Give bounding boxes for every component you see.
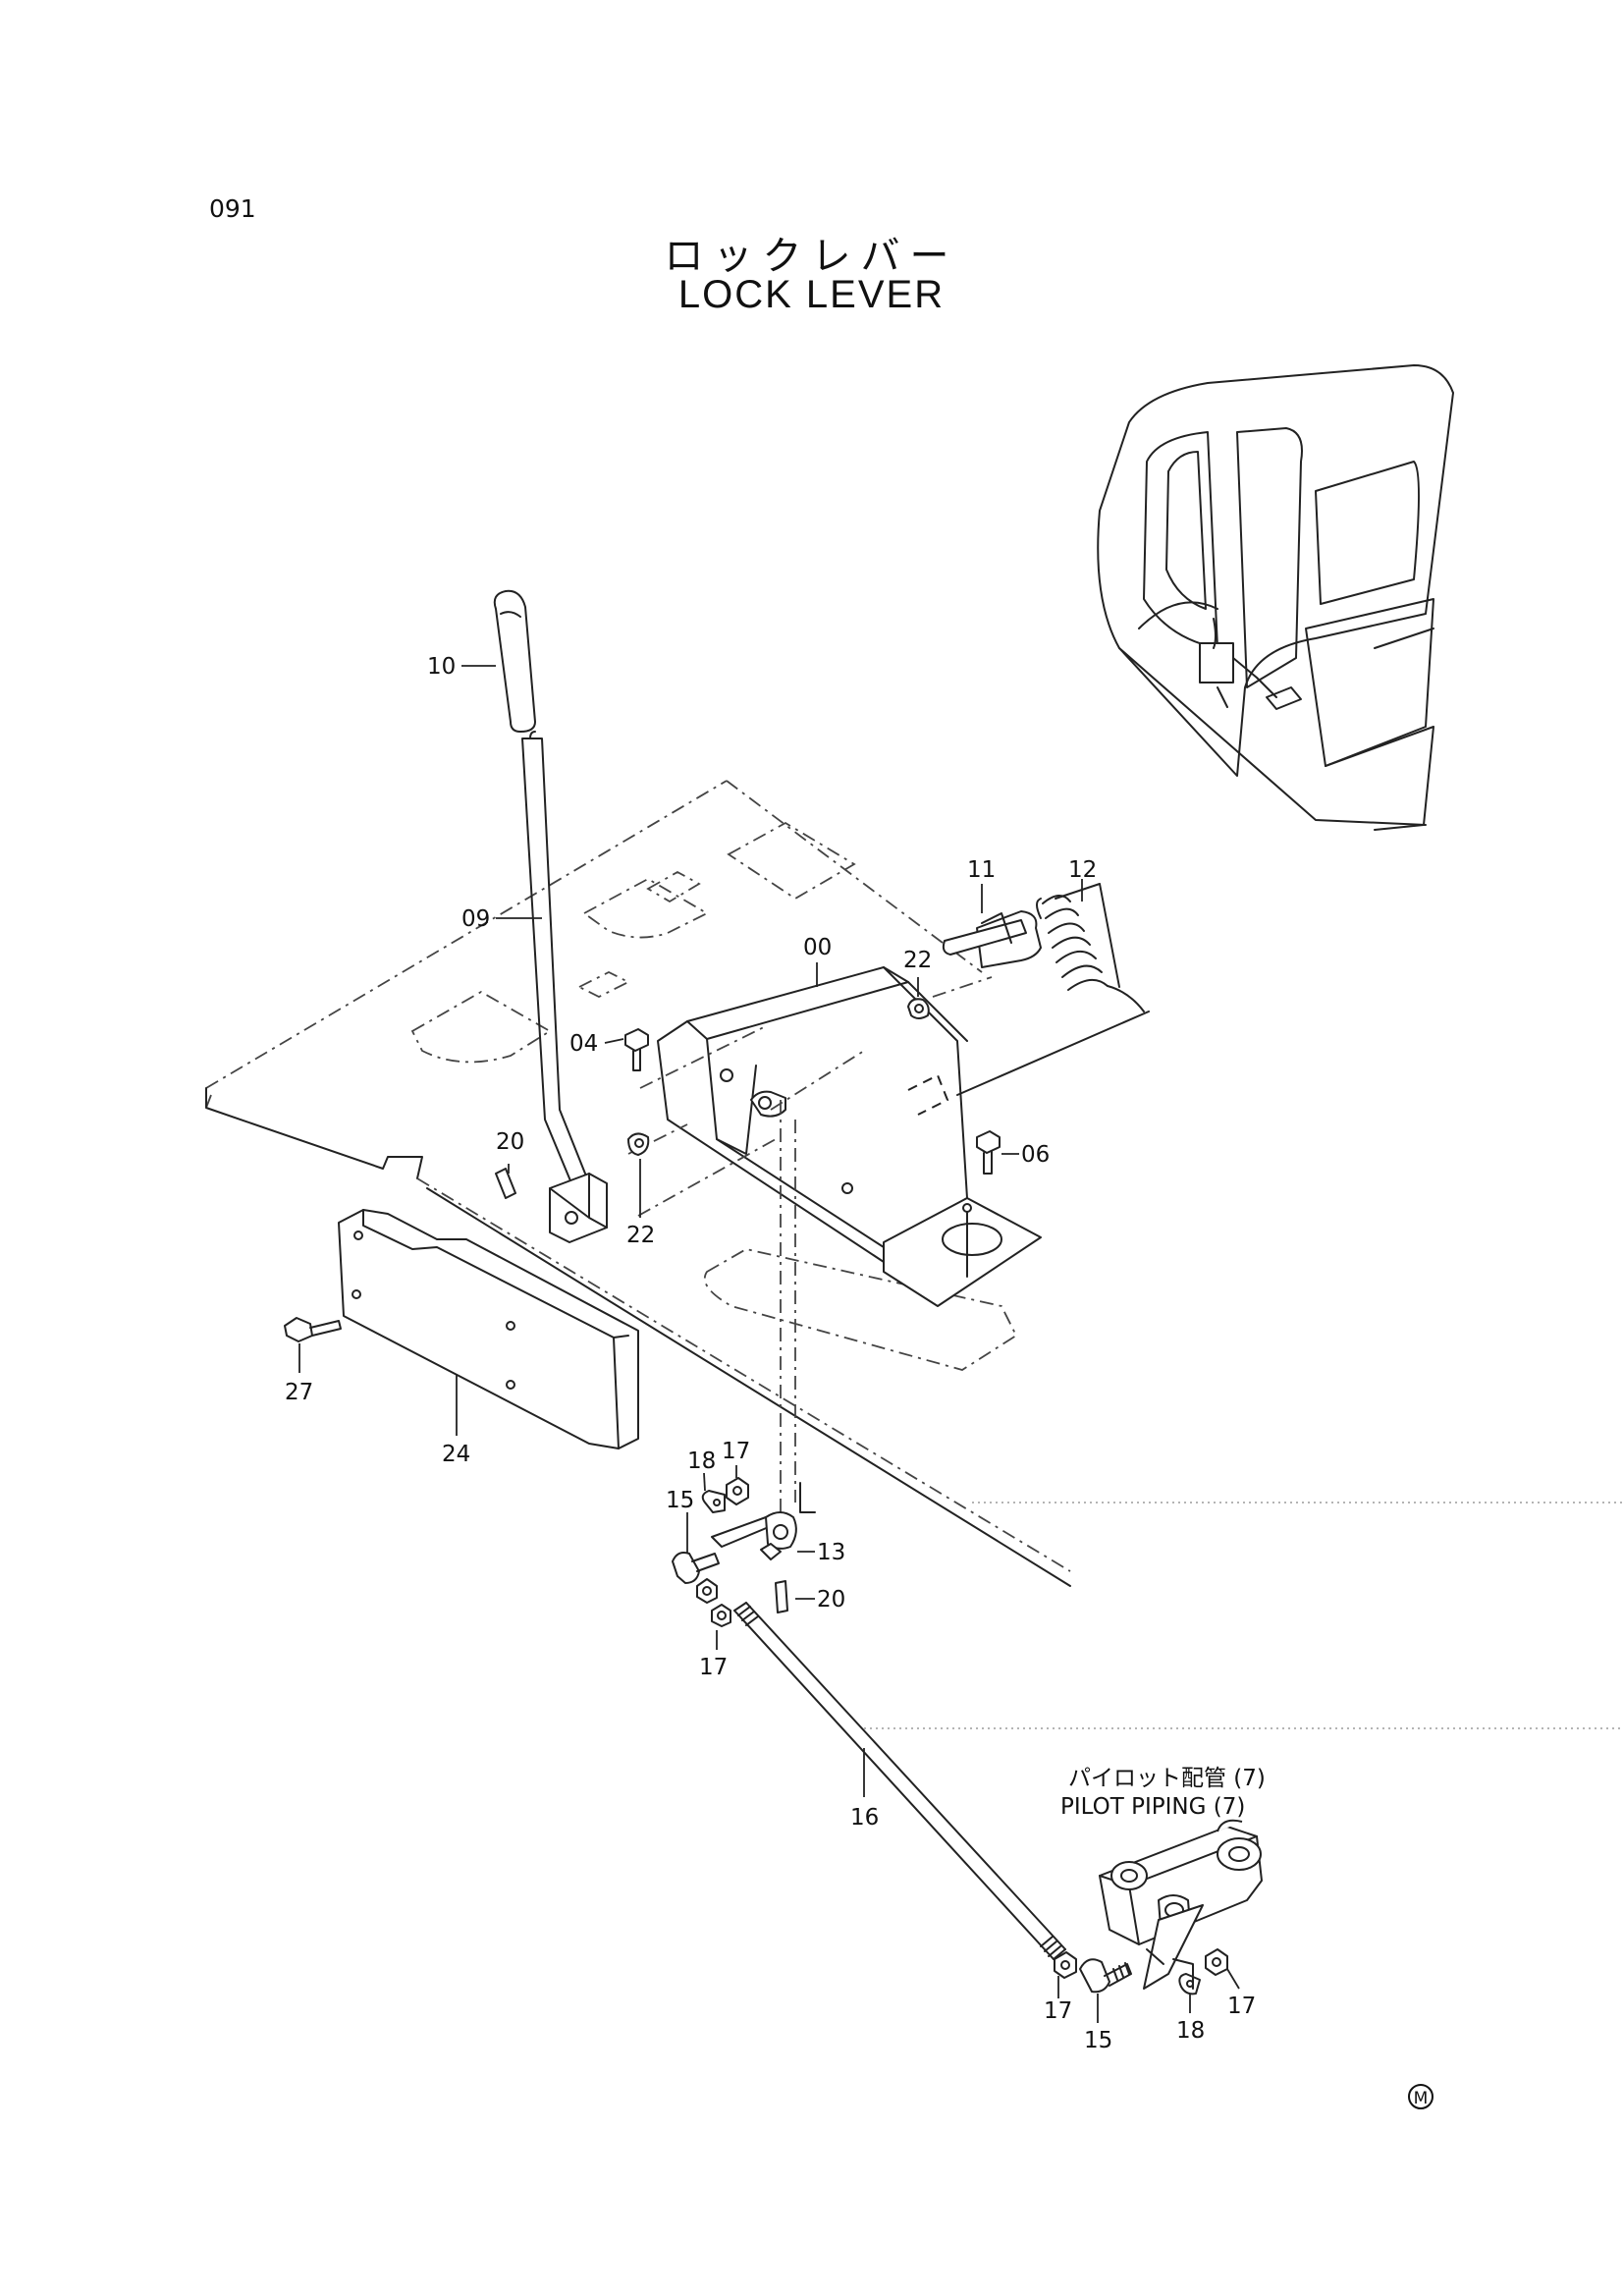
callout-11: 11: [967, 857, 996, 883]
pin-and-spring: [942, 883, 1145, 1012]
title-japanese: ロックレバー: [664, 234, 959, 279]
callout-12: 12: [1068, 857, 1097, 883]
callout-10: 10: [427, 654, 456, 680]
callout-20-lower: 20: [817, 1587, 845, 1613]
mark-letter: M: [1414, 2089, 1429, 2108]
callout-17-upper: 17: [722, 1439, 750, 1464]
callout-17-lower-left: 17: [699, 1655, 728, 1680]
cab-inset: [1097, 364, 1454, 831]
callout-15-bottom: 15: [1084, 2028, 1112, 2053]
callout-13: 13: [817, 1540, 845, 1565]
pilot-valve: [1099, 1819, 1263, 1990]
callout-27: 27: [285, 1380, 313, 1405]
floor-plate: [205, 780, 1071, 1587]
lock-lever: [493, 589, 608, 1243]
linkage: [672, 1477, 797, 1627]
callout-24: 24: [442, 1442, 470, 1467]
manufacturer-mark: M: [1408, 2084, 1434, 2109]
callout-00: 00: [803, 935, 832, 960]
callout-22-lower: 22: [626, 1223, 655, 1248]
callout-04: 04: [569, 1031, 598, 1057]
callout-16: 16: [850, 1805, 879, 1831]
callout-20-upper: 20: [496, 1129, 524, 1155]
fasteners: [284, 998, 1001, 1342]
callout-18-upper: 18: [687, 1449, 716, 1474]
callout-06: 06: [1021, 1142, 1050, 1168]
callout-18-bottom: 18: [1176, 2018, 1205, 2044]
lower-linkage: [1054, 1948, 1228, 1995]
callout-labels: 10 09 00 11 12 22 04 06 20 22 27 24 18 1…: [285, 654, 1256, 2053]
callout-22-upper: 22: [903, 948, 932, 973]
leader-lines: [298, 665, 1240, 2023]
title-english: LOCK LEVER: [677, 273, 946, 316]
page-number: 091: [209, 194, 256, 223]
rod: [733, 1602, 1066, 1960]
callout-09: 09: [461, 906, 490, 932]
cover-plate: [338, 1209, 639, 1449]
reference-label-jp: パイロット配管 (7): [1068, 1766, 1266, 1791]
callout-15-upper: 15: [666, 1488, 694, 1513]
callout-17-bottom: 17: [1044, 1998, 1072, 2024]
callout-17-right: 17: [1227, 1994, 1256, 2019]
reference-label-en: PILOT PIPING (7): [1060, 1794, 1245, 1820]
